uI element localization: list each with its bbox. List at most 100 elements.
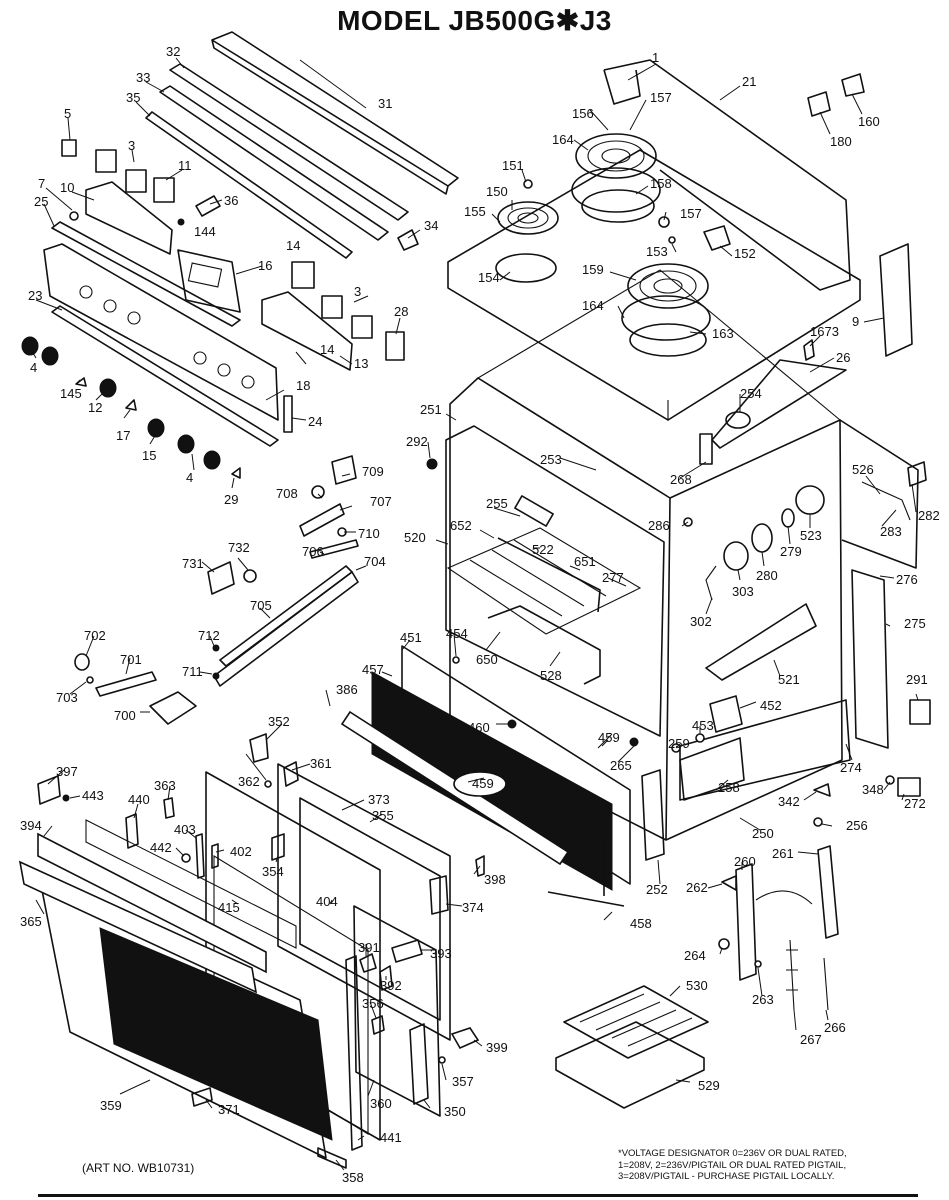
part-clip-391 <box>359 953 377 973</box>
part-clock-16 <box>177 249 241 313</box>
footnote-line-1: *VOLTAGE DESIGNATOR 0=236V OR DUAL RATED… <box>618 1148 847 1159</box>
callout-262: 262 <box>686 880 708 895</box>
callout-25: 25 <box>34 194 48 209</box>
art-number: (ART NO. WB10731) <box>82 1161 195 1175</box>
part-door-panel-355 <box>299 797 441 1021</box>
part-hinge-260 <box>735 863 757 981</box>
callout-712: 712 <box>198 628 220 643</box>
callout-350: 350 <box>444 1104 466 1119</box>
part-clip-453 <box>695 733 705 743</box>
part-bar-252 <box>641 769 665 861</box>
part-lamp-cover-523 <box>795 485 825 515</box>
part-drip-pan-163 <box>629 323 707 357</box>
callout-700: 700 <box>114 708 136 723</box>
part-bracket-707 <box>299 503 345 537</box>
part-rail-705 <box>219 565 353 667</box>
callout-33: 33 <box>136 70 150 85</box>
part-bracket-350 <box>409 1023 429 1105</box>
callout-158: 158 <box>650 176 672 191</box>
part-bracket-10 <box>85 181 173 255</box>
part-insulation-521 <box>705 603 817 681</box>
part-clip-153 <box>668 236 676 244</box>
callout-702: 702 <box>84 628 106 643</box>
part-spring-267 <box>786 939 798 1011</box>
callout-11: 11 <box>178 158 192 173</box>
callout-274: 274 <box>840 760 862 775</box>
part-clip-151 <box>523 179 533 189</box>
callout-283: 283 <box>880 524 902 539</box>
part-strip-358 <box>317 1147 347 1169</box>
part-burner-159 <box>627 263 709 309</box>
callout-21: 21 <box>742 74 756 89</box>
part-clip-342 <box>813 783 831 797</box>
callout-151: 151 <box>502 158 524 173</box>
callout-352: 352 <box>268 714 290 729</box>
part-oven-rack-652 <box>446 527 642 635</box>
callout-362: 362 <box>238 774 260 789</box>
part-screw-711 <box>212 672 220 680</box>
part-burner-150 <box>497 201 559 235</box>
part-washer-264 <box>718 938 730 950</box>
part-rod-35 <box>145 111 353 259</box>
callout-302: 302 <box>690 614 712 629</box>
range-body <box>445 269 931 1011</box>
part-switch-3a <box>95 149 117 173</box>
callout-277: 277 <box>602 570 624 585</box>
part-receptacle-152 <box>703 225 731 251</box>
callout-392: 392 <box>380 978 402 993</box>
callout-153: 153 <box>646 244 668 259</box>
callout-250: 250 <box>752 826 774 841</box>
part-hinge-arm <box>755 890 813 905</box>
callout-651: 651 <box>574 554 596 569</box>
part-clip-1673 <box>803 339 815 361</box>
part-screw-7 <box>69 211 79 221</box>
callout-363: 363 <box>154 778 176 793</box>
callout-261: 261 <box>772 846 794 861</box>
callout-458: 458 <box>630 916 652 931</box>
part-clock-16-face <box>187 262 223 288</box>
callout-28: 28 <box>394 304 408 319</box>
callout-3b: 3 <box>354 284 361 299</box>
part-broiler-grid-530 <box>563 985 709 1059</box>
callout-280: 280 <box>756 568 778 583</box>
part-latch-709 <box>331 455 357 485</box>
part-knob-4a <box>21 336 39 356</box>
latch-assembly <box>74 455 359 725</box>
part-door-panel-373 <box>277 763 451 1041</box>
cooktop-assembly <box>447 59 913 421</box>
callout-393: 393 <box>430 946 452 961</box>
callout-9: 9 <box>852 314 859 329</box>
callout-371: 371 <box>218 1102 240 1117</box>
callout-144: 144 <box>194 224 216 239</box>
callout-10: 10 <box>60 180 74 195</box>
callout-155: 155 <box>464 204 486 219</box>
part-bumper-702 <box>74 653 90 671</box>
leader-lines <box>29 57 919 1171</box>
part-pin-362 <box>264 780 272 788</box>
part-switch-3a2 <box>125 169 147 193</box>
part-side-panel-276 <box>839 419 919 569</box>
callout-403: 403 <box>174 822 196 837</box>
part-pin-459a <box>597 733 613 749</box>
callout-268: 268 <box>670 472 692 487</box>
callout-348: 348 <box>862 782 884 797</box>
part-knob-15 <box>147 418 165 438</box>
callout-398: 398 <box>484 872 506 887</box>
callout-706: 706 <box>302 544 324 559</box>
part-ring-164a <box>571 167 661 213</box>
callout-145: 145 <box>60 386 82 401</box>
part-screw-454 <box>452 656 460 664</box>
part-clip-354 <box>271 833 285 861</box>
part-hinge-261 <box>817 845 839 939</box>
part-vent-255 <box>514 495 554 527</box>
callout-13: 13 <box>354 356 368 371</box>
part-clip-34 <box>397 229 419 251</box>
callout-14b: 14 <box>320 342 334 357</box>
callout-275: 275 <box>904 616 926 631</box>
part-screw-712 <box>212 644 220 652</box>
callout-365: 365 <box>20 914 42 929</box>
part-clip-157 <box>658 216 670 228</box>
part-knob-4a2 <box>41 346 59 366</box>
callout-282: 282 <box>918 508 940 523</box>
part-side-panel-275 <box>851 569 889 749</box>
